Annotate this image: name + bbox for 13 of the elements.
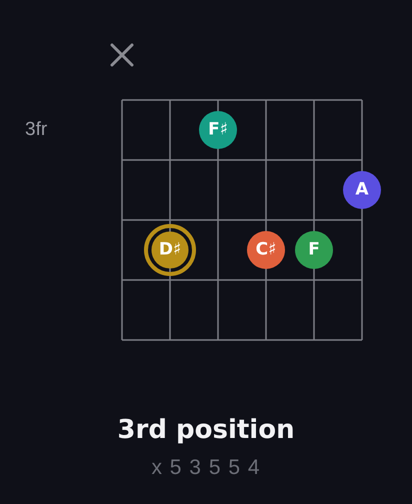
note-name: A: [355, 182, 369, 198]
note-dot: [199, 111, 237, 149]
note-name: D♯: [158, 242, 182, 258]
root-note-dot: [144, 224, 196, 276]
fret-position-label: 3fr: [25, 118, 48, 142]
note-dot: [295, 231, 333, 269]
fingering-caption: x 5 3 5 5 4: [151, 455, 261, 481]
note-name: C♯: [256, 242, 276, 258]
note-dot: [343, 171, 381, 209]
note-name: F: [308, 242, 320, 258]
note-dot: [247, 231, 285, 269]
chord-title: 3rd position: [117, 414, 295, 447]
note-name: F♯: [208, 122, 228, 138]
